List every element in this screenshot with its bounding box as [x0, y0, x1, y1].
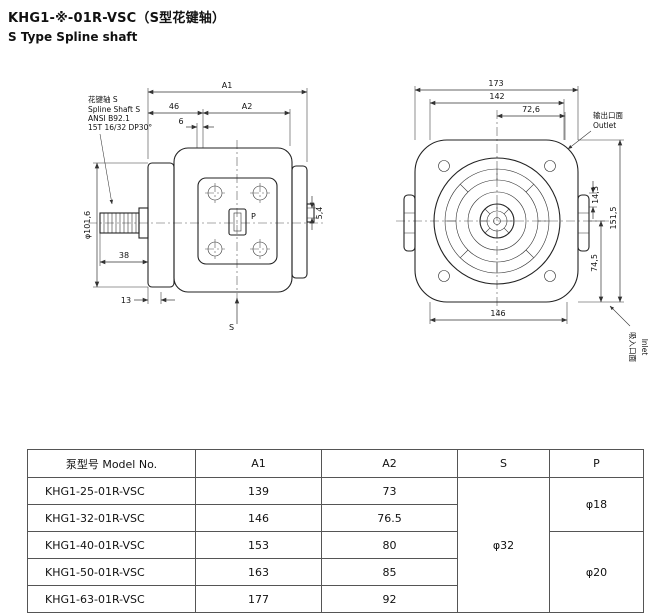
- dim-1515-label: 151,5: [609, 207, 618, 230]
- shaft-center: [493, 217, 501, 225]
- dim-54-label: 5,4: [315, 207, 324, 220]
- front-flange: [147, 162, 175, 288]
- table-row: KHG1-25-01R-VSC 139 73 φ32 φ18: [27, 477, 644, 613]
- a1-cell: 177: [195, 585, 322, 613]
- main-body: [173, 147, 293, 293]
- header-model: 泵型号 Model No.: [27, 449, 196, 478]
- dim-143-label: 14,3: [591, 186, 600, 204]
- table-row: KHG1-63-01R-VSC 177 92: [27, 585, 644, 613]
- center-port: [228, 208, 247, 236]
- center-port-slot: [233, 212, 242, 232]
- model-cell: KHG1-50-01R-VSC: [27, 558, 196, 586]
- spline-note-line2: Spline Shaft S: [88, 105, 140, 114]
- dim-46-a2-ext: [202, 109, 291, 148]
- port-p-label: P: [251, 212, 256, 221]
- dim-173-label: 173: [488, 79, 503, 88]
- rear-cover: [291, 165, 308, 279]
- model-cell: KHG1-63-01R-VSC: [27, 585, 196, 613]
- page-subtitle: S Type Spline shaft: [8, 30, 138, 44]
- port-stub: [306, 203, 315, 223]
- dim-a1-label: A1: [222, 81, 233, 90]
- a2-cell: 92: [321, 585, 458, 613]
- dim-726-label: 72,6: [522, 105, 540, 114]
- pilot-circle-outer: [433, 157, 561, 285]
- left-dimensions: A1 46 A2 6 φ101,6 38 13: [83, 81, 324, 332]
- dim-173-ext: [414, 86, 579, 140]
- a2-cell: 85: [321, 558, 458, 586]
- bolt-hole-crosshairs: [205, 183, 270, 259]
- spline-note-line3: ANSI B92.1: [88, 114, 130, 123]
- table-row: KHG1-50-01R-VSC 163 85: [27, 558, 644, 586]
- model-cell: KHG1-25-01R-VSC: [27, 477, 196, 505]
- right-centerlines: [396, 110, 614, 316]
- spline-teeth-hatch: [103, 213, 137, 233]
- dim-13-ext: [147, 287, 162, 304]
- right-mounting-ear: [577, 194, 590, 252]
- table-row: KHG1-32-01R-VSC 146 76.5: [27, 504, 644, 532]
- a2-cell: 80: [321, 531, 458, 559]
- dim-745-label: 74,5: [590, 254, 599, 272]
- outlet-label-en: Outlet: [593, 121, 616, 130]
- pump-side-view-drawing: 花键轴 S Spline Shaft S ANSI B92.1 15T 16/3…: [83, 81, 324, 332]
- spline-note-line4: 15T 16/32 DP30°: [88, 123, 152, 132]
- inlet-label-cn: 吸入口面: [628, 332, 637, 362]
- center-plate: [197, 177, 278, 265]
- dim-46-label: 46: [169, 102, 179, 111]
- dim-13-label: 13: [121, 296, 131, 305]
- ear-slots: [404, 212, 589, 234]
- header-a1: A1: [195, 449, 322, 478]
- a2-cell: 73: [321, 477, 458, 505]
- spline-note-leader: [99, 133, 114, 205]
- outlet-callout: 输出口面 Outlet: [567, 110, 623, 150]
- header-s: S: [457, 449, 550, 478]
- table-row: KHG1-40-01R-VSC 153 80 φ20: [27, 531, 644, 613]
- corner-bolt-hole: [438, 270, 450, 282]
- p-value-cell: φ18: [549, 477, 644, 532]
- dim-146-label: 146: [490, 309, 505, 318]
- a1-cell: 153: [195, 531, 322, 559]
- a1-cell: 146: [195, 504, 322, 532]
- inlet-leader: [609, 305, 631, 327]
- right-dimensions: 173 142 72,6 146 151,5 74,5 14,: [414, 79, 624, 324]
- model-cell: KHG1-32-01R-VSC: [27, 504, 196, 532]
- header-p: P: [549, 449, 644, 478]
- a1-cell: 139: [195, 477, 322, 505]
- outlet-label-cn: 输出口面: [593, 110, 623, 120]
- corner-bolt-hole: [438, 160, 450, 172]
- corner-bolt-hole: [544, 160, 556, 172]
- corner-bolt-hole: [544, 270, 556, 282]
- shaft-s-label: S: [229, 323, 234, 332]
- inlet-label-en: Inlet: [640, 339, 649, 356]
- page-header: KHG1-※-01R-VSC（S型花键轴） S Type Spline shaf…: [8, 7, 225, 44]
- dim-6-label: 6: [178, 117, 183, 126]
- s-value-cell: φ32: [457, 477, 550, 613]
- table-header-row: 泵型号 Model No. A1 A2 S P: [27, 449, 644, 478]
- hub-circle: [467, 191, 527, 251]
- left-mounting-ear: [403, 194, 416, 252]
- pump-side-view-body: P: [99, 147, 315, 293]
- pump-front-view-drawing: 输出口面 Outlet 吸入口面 Inlet 173 142 72,6: [396, 79, 649, 362]
- technical-drawings: 花键轴 S Spline Shaft S ANSI B92.1 15T 16/3…: [83, 79, 649, 362]
- dim-phi-label: φ101,6: [83, 211, 92, 239]
- pump-front-view-body: [403, 139, 590, 303]
- page-title: KHG1-※-01R-VSC（S型花键轴）: [8, 11, 226, 26]
- dim-142-label: 142: [489, 92, 504, 101]
- p-value-cell: φ20: [549, 531, 644, 613]
- dim-142-ext: [429, 99, 565, 140]
- model-cell: KHG1-40-01R-VSC: [27, 531, 196, 559]
- inlet-callout: 吸入口面 Inlet: [609, 305, 649, 362]
- left-centerlines: [88, 140, 324, 304]
- spline-teeth: [480, 204, 514, 238]
- spline-shaft-note: 花键轴 S Spline Shaft S ANSI B92.1 15T 16/3…: [88, 94, 152, 205]
- dim-a1-ext: [147, 88, 308, 162]
- dim-a2-label: A2: [242, 102, 253, 111]
- header-a2: A2: [321, 449, 458, 478]
- a1-cell: 163: [195, 558, 322, 586]
- flange-spokes: [445, 169, 549, 273]
- dim-phi-ext: [93, 162, 148, 288]
- dim-38-label: 38: [119, 251, 129, 260]
- a2-cell: 76.5: [321, 504, 458, 532]
- spline-note-line1: 花键轴 S: [88, 94, 118, 104]
- spec-table: 泵型号 Model No. A1 A2 S P KHG1-25-01R-VSC …: [27, 449, 644, 613]
